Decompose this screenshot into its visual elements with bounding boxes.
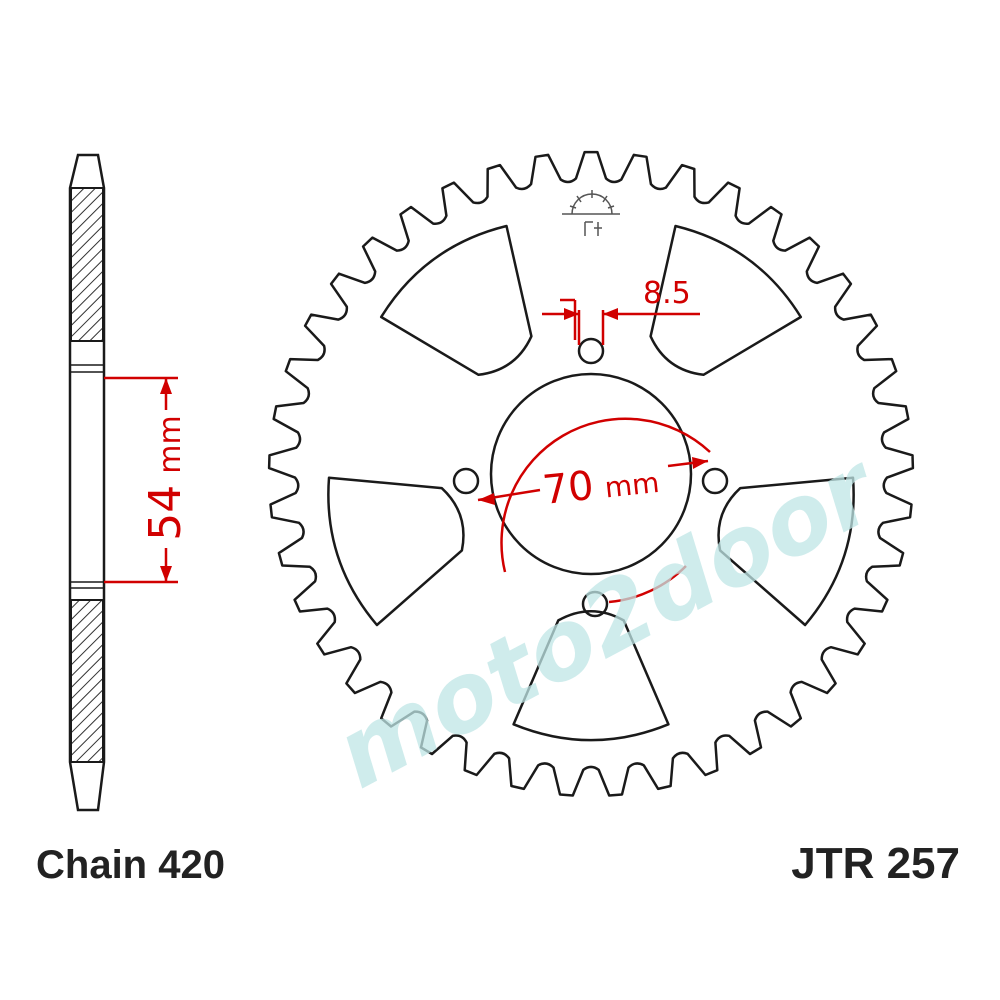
lightening-cutouts: [327, 224, 855, 742]
part-number-label: JTR 257: [791, 839, 960, 888]
dimension-pcd: [477, 298, 711, 604]
lightening-cutout: [649, 224, 803, 377]
pcd-unit: mm: [603, 466, 661, 505]
lightening-cutout: [379, 224, 533, 377]
bolt-hole: [577, 337, 605, 365]
svg-text:54 mm: 54 mm: [140, 415, 191, 541]
bolt-hole: [701, 467, 729, 495]
dimension-hub-width: 54 mm: [104, 376, 191, 584]
pcd-value: 70: [540, 463, 595, 514]
chain-size-label: Chain 420: [36, 843, 225, 887]
bolt-holes: [452, 337, 729, 618]
profile-hatch-lower: [70, 599, 104, 763]
lightening-cutout: [512, 610, 670, 742]
lightening-cutout: [327, 476, 465, 627]
hub-width-value: 54: [140, 485, 191, 541]
manufacturer-logo-mark: [562, 190, 620, 236]
profile-outline: [68, 153, 106, 812]
center-bore: [489, 372, 693, 576]
bolt-hole: [452, 467, 480, 495]
hub-width-unit: mm: [153, 415, 188, 473]
bolt-hole: [581, 590, 609, 618]
dimension-bolt-hole: [542, 308, 700, 345]
side-profile-view: [68, 153, 106, 812]
pcd-arc-lower: [608, 565, 687, 604]
sprocket-front-view: [267, 150, 915, 797]
pcd-arc-upper: [500, 417, 711, 573]
svg-text:70 mm: 70 mm: [540, 456, 661, 514]
lightening-cutout: [717, 476, 855, 627]
sprocket-outline: [267, 150, 915, 797]
bolt-hole-diameter-value: 8.5: [643, 276, 691, 311]
profile-hatch-upper: [70, 187, 104, 342]
